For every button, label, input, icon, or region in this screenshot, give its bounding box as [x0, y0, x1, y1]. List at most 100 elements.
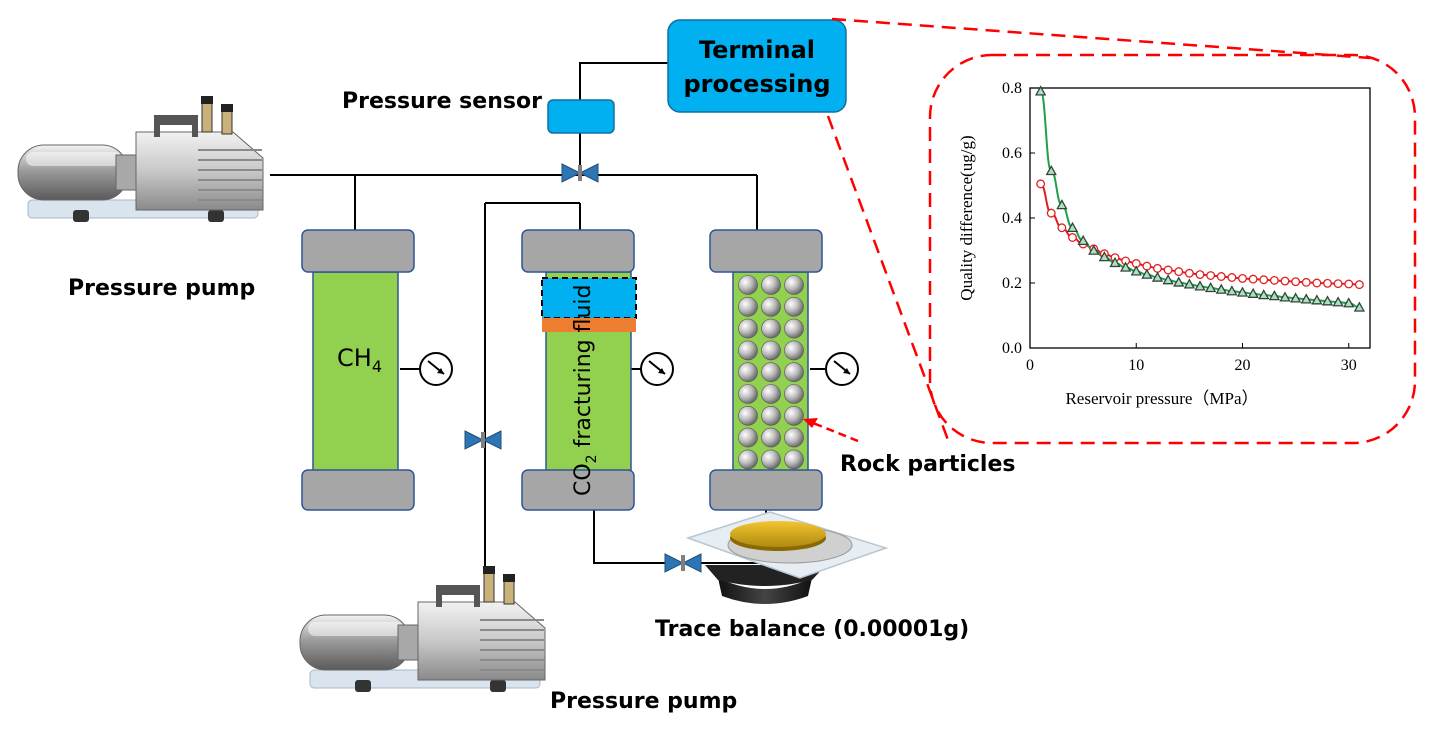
data-point-triangle-fill [1163, 275, 1173, 284]
rock-particle [761, 384, 781, 404]
rock-particle [784, 427, 804, 448]
chart-y-axis-label: Quality difference(ug/g) [957, 135, 976, 300]
data-point-triangle [1183, 278, 1195, 289]
chart-x-axis-label: Reservoir pressure（MPa） [1065, 389, 1258, 408]
data-point-circle [1195, 270, 1205, 279]
svg-text:CO2 fracturing fluid: CO2 fracturing fluid [571, 285, 600, 496]
rock-particle [738, 449, 758, 470]
rock-particle [784, 275, 804, 295]
data-point-triangle-fill [1312, 295, 1322, 304]
cylinder-co2: CO2 fracturing fluid [521, 229, 637, 511]
rock-particle [784, 384, 804, 404]
rock-particle [784, 340, 804, 361]
data-point-triangle [1151, 271, 1164, 282]
data-point-circle [1153, 263, 1162, 273]
data-point-triangle-fill [1057, 200, 1067, 209]
data-point-triangle-fill [1142, 270, 1152, 279]
terminal-processing-label-line1: Terminal [699, 36, 815, 64]
rock-particle [784, 405, 804, 426]
data-point-triangle [1332, 296, 1344, 307]
data-point-triangle-fill [1131, 266, 1141, 275]
data-point-triangle-fill [1153, 272, 1162, 282]
data-point-triangle-fill [1078, 236, 1088, 245]
pressure-pump-top-label: Pressure pump [68, 276, 255, 301]
data-point-triangle-fill [1259, 290, 1269, 299]
data-point-triangle-fill [1238, 287, 1247, 297]
data-point-circle [1068, 233, 1077, 242]
data-point-circle [1184, 268, 1194, 278]
rock-particle [738, 296, 758, 317]
rock-particle [761, 449, 781, 470]
data-point-circle [1248, 274, 1258, 284]
chart-callout [826, 17, 1417, 445]
data-point-triangle [1045, 165, 1057, 176]
rock-particle [738, 405, 758, 426]
data-point-triangle [1109, 257, 1121, 268]
rock-particles-label: Rock particles [840, 452, 1015, 477]
data-point-triangle-fill [1184, 279, 1194, 288]
data-point-triangle-fill [1248, 289, 1258, 298]
data-point-triangle [1173, 276, 1185, 287]
data-point-circle [1269, 275, 1279, 285]
data-point-triangle-fill [1099, 252, 1109, 261]
terminal-processing-label-line2: processing [683, 70, 830, 98]
rock-particle [761, 427, 781, 448]
data-point-triangle-fill [1068, 223, 1077, 232]
data-point-circle [1046, 208, 1056, 218]
data-point-triangle [1300, 293, 1312, 304]
pressure-pump-top [17, 95, 264, 223]
data-point-triangle [1268, 290, 1280, 301]
rock-particle [738, 427, 758, 448]
data-point-triangle-fill [1089, 246, 1099, 255]
data-point-triangle [1247, 287, 1259, 298]
cylinder-ch4: CH4 [301, 229, 415, 511]
pressure-gauge-3 [825, 352, 859, 386]
rock-particle [784, 362, 804, 383]
y-tick-label: 0.8 [1002, 80, 1022, 97]
pressure-pump-bottom [299, 565, 546, 693]
rock-particle [761, 340, 781, 361]
data-point-circle [1057, 223, 1067, 233]
rock-particle [761, 362, 781, 383]
trace-balance-label: Trace balance (0.00001g) [655, 617, 969, 642]
data-point-triangle-fill [1206, 283, 1216, 292]
chart-series-markers [1035, 85, 1365, 312]
data-point-circle [1354, 280, 1364, 290]
pressure-gauge-2 [640, 352, 674, 386]
data-point-circle [1227, 273, 1237, 282]
data-point-triangle [1258, 289, 1270, 300]
rock-particles-arrow [803, 418, 859, 443]
data-point-triangle [1311, 294, 1323, 305]
rock-particle [761, 405, 781, 426]
co2-label: CO [571, 463, 596, 496]
data-point-circle [1036, 179, 1046, 189]
rock-particle [761, 296, 781, 317]
terminal-processing-box [667, 19, 847, 113]
data-point-triangle [1194, 280, 1206, 291]
data-point-triangle [1321, 295, 1334, 306]
data-point-triangle-fill [1036, 86, 1046, 95]
rock-particle [738, 362, 758, 383]
svg-text:CH4: CH4 [337, 344, 382, 376]
valve-bottom [664, 553, 702, 573]
data-point-triangle [1035, 85, 1047, 96]
ch4-subscript: 4 [372, 357, 382, 376]
data-point-triangle-fill [1280, 292, 1290, 301]
rock-particle [738, 384, 758, 404]
x-tick-label: 30 [1341, 357, 1357, 374]
data-point-triangle [1088, 244, 1100, 255]
data-point-triangle-fill [1354, 302, 1364, 311]
data-point-triangle-fill [1301, 294, 1311, 303]
data-point-triangle-fill [1344, 298, 1354, 307]
data-point-circle [1323, 278, 1332, 288]
rock-particle [761, 318, 781, 339]
rock-particle [738, 318, 758, 339]
co2-subscript: 2 [584, 454, 600, 463]
rock-particle [738, 340, 758, 361]
data-point-triangle-fill [1195, 281, 1205, 290]
data-point-circle [1206, 271, 1216, 280]
data-point-circle [1291, 277, 1301, 287]
